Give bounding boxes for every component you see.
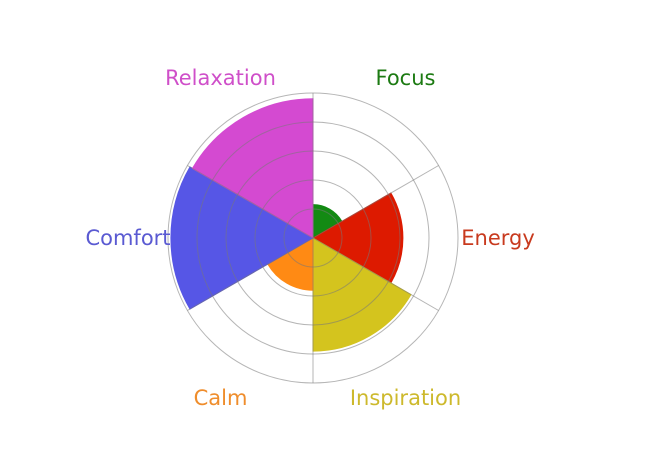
category-label-comfort: Comfort <box>85 226 170 250</box>
category-label-relaxation: Relaxation <box>165 66 276 90</box>
category-label-energy: Energy <box>461 226 535 250</box>
wedge-calm <box>267 237 314 291</box>
wedge-inspiration <box>312 237 412 352</box>
grid-spoke <box>312 237 439 311</box>
category-label-inspiration: Inspiration <box>350 386 461 410</box>
wedge-relaxation <box>191 98 314 239</box>
category-label-focus: Focus <box>376 66 436 90</box>
category-label-calm: Calm <box>194 386 248 410</box>
wedge-energy <box>311 192 404 284</box>
wedge-comfort <box>170 166 314 310</box>
grid-spoke <box>187 165 314 239</box>
grid-spoke <box>187 237 314 311</box>
grid-spoke <box>312 165 439 239</box>
